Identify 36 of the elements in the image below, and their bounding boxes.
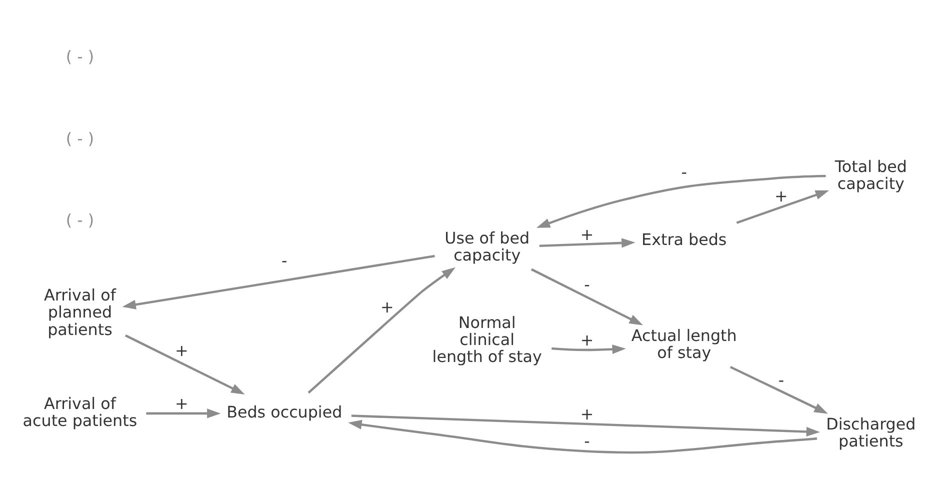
arrow [530,268,642,325]
label: ( - ) [65,128,94,148]
arrow [307,266,455,394]
arrow [736,190,829,224]
edge-label: - [584,431,590,450]
node-text: Arrival of planned patients [44,285,116,338]
edge-label: + [580,224,594,244]
node-text: Extra beds [641,230,726,249]
node-text: Discharged patients [826,414,916,450]
edge-label: + [774,186,788,205]
arrow [122,254,434,309]
edge-label: + [174,394,188,413]
edge-label: - [584,274,590,294]
edge-label: + [380,297,394,316]
label: ( - ) [65,46,94,66]
node-text: Arrival of acute patients [22,394,137,430]
edge-label: - [680,162,687,181]
label: ( - ) [65,210,94,230]
edge-label: + [580,404,594,423]
arrow [729,365,828,414]
arrow [124,334,244,394]
node-text: Actual length of stay [630,325,736,362]
arrow [538,238,635,248]
edge-label: - [281,250,287,270]
node-text: Normal clinical length of stay [432,312,542,366]
node-text: Use of bed capacity [444,228,530,264]
arrow [348,419,817,454]
node-text: Total bed capacity [834,156,906,192]
arrow [551,344,626,354]
arrow [146,408,220,418]
edge-label: + [174,340,188,360]
arrow [536,174,826,228]
arrow [350,414,820,436]
edge-label: + [580,330,594,350]
edge-label: - [778,370,784,389]
node-text: Beds occupied [226,402,342,422]
